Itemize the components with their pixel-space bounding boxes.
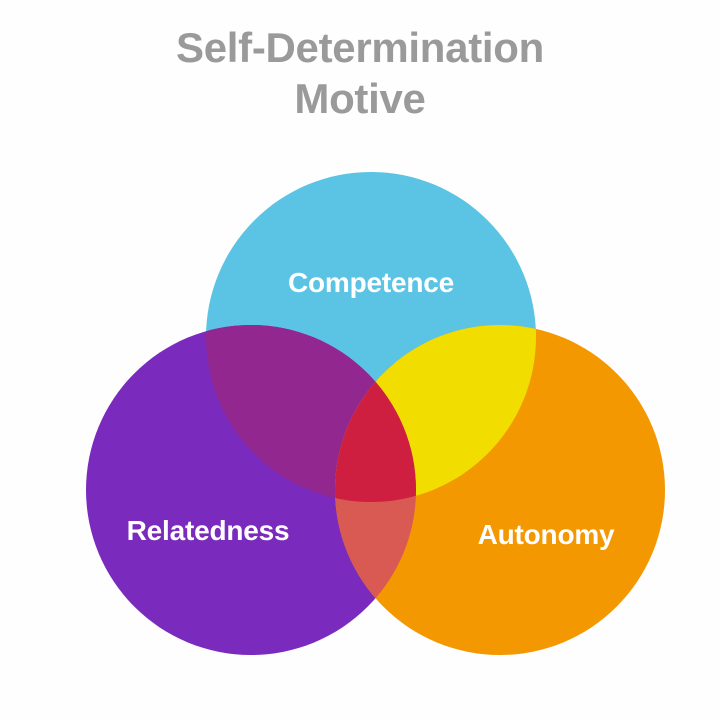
venn-label-competence: Competence (287, 267, 455, 298)
venn-label-autonomy: Autonomy (477, 519, 615, 550)
venn-label-relatedness: Relatedness (126, 515, 290, 546)
page-title: Self-Determination Motive (176, 24, 544, 123)
